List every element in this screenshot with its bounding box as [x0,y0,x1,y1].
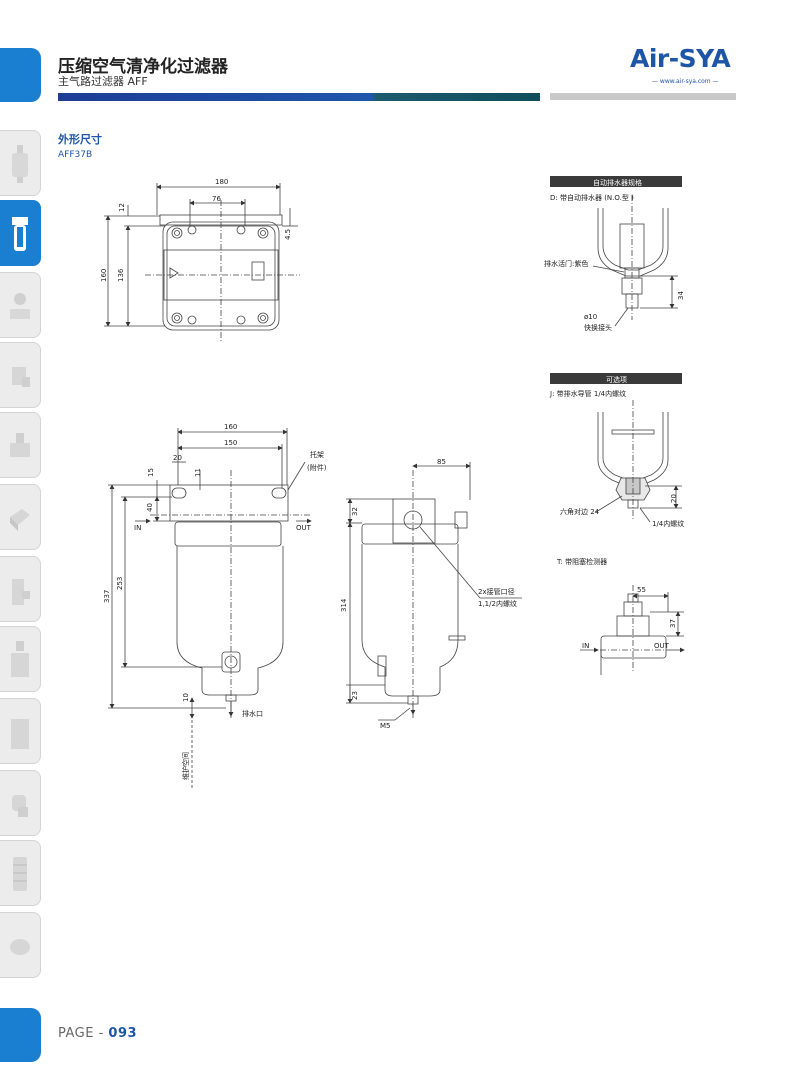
element-icon [13,857,27,891]
dim-37: 37 [669,619,677,628]
page-number: PAGE - 093 [58,1026,137,1041]
option-d-drawing [592,195,678,327]
dim-10: 10 [182,693,190,702]
side-view-drawing [346,462,522,721]
in-label-front: IN [134,524,141,532]
dim-40: 40 [146,503,154,512]
dim-4-5: 4.5 [284,229,292,240]
out-label-t: OUT [654,642,670,650]
elbow-icon [12,795,28,817]
header-bar-grey [550,93,736,100]
dim-76: 76 [212,195,221,203]
dim-32: 32 [351,507,359,516]
dim-front-160: 160 [224,423,237,431]
dim-314: 314 [340,598,348,612]
drain-port-label: 排水口 [242,709,263,718]
dim-15: 15 [147,468,155,477]
page-prefix: PAGE - [58,1026,109,1041]
top-view-drawing [104,183,300,342]
side-tab-2-active[interactable] [0,200,41,266]
in-label-t: IN [582,642,589,650]
side-bottom-tab [0,1008,41,1062]
page-number-value: 093 [108,1026,138,1041]
header-bar [58,93,540,101]
dim-85: 85 [437,458,446,466]
bracket-label: 托架 [310,450,324,459]
out-label-front: OUT [296,524,312,532]
block-icon [10,509,30,531]
dim-front-150: 150 [224,439,237,447]
port-size-label: 2x接管口径 [478,587,515,596]
side-tab-7[interactable] [0,556,41,622]
dim-23: 23 [351,691,359,700]
hex-label: 六角对边 24 [560,507,600,516]
dim-160: 160 [100,269,108,282]
dim-20: 20 [173,454,182,462]
option-j-label: J: 带排水导管 1/4内螺纹 [549,389,626,398]
dim-11: 11 [194,468,202,477]
side-tab-8[interactable] [0,626,41,692]
m5-label: M5 [380,722,391,730]
side-tab-12[interactable] [0,912,41,978]
side-tab-10[interactable] [0,770,41,836]
unit-icon [12,579,30,605]
maintenance-space-label: 维护空间 [181,752,190,780]
front-view-drawing [108,428,312,790]
dim-34: 34 [677,291,685,300]
dim-55: 55 [637,586,646,594]
dim-136: 136 [117,268,125,282]
section-title: 外形尺寸 [58,133,102,146]
bracket-note: (附件) [307,463,327,472]
page-title: 压缩空气清净化过滤器 [58,57,228,77]
optional-header-bar [550,373,682,384]
dim-337: 337 [103,590,111,603]
brand-url: — www.air-sya.com — [652,78,719,85]
drain-valve-label: 排水活门:紫色 [544,259,588,268]
auto-drain-header: 自动排水器规格 [593,178,642,187]
side-tab-5[interactable] [0,412,41,478]
dim-20-j: 20 [670,494,678,503]
optional-header: 可选项 [606,375,627,384]
phi10-label: ø10 [584,313,597,321]
dryer-icon [11,719,29,749]
side-tab-11[interactable] [0,840,41,906]
port-thread-label: 1,1/2内螺纹 [478,599,517,608]
option-j-drawing [595,400,682,523]
page-subtitle: 主气路过滤器 AFF [58,75,148,88]
regulator-icon [10,293,30,319]
side-tab-9[interactable] [0,698,41,764]
option-t-drawing [580,585,685,675]
drain-icon [10,939,30,955]
fitting-icon [12,367,30,387]
side-tab-3[interactable] [0,272,41,338]
quick-connector-label: 快换接头 [584,323,612,332]
thread-label: 1/4内螺纹 [652,519,684,528]
dim-180: 180 [215,178,228,186]
filter-icon [12,145,28,183]
side-tab-6[interactable] [0,484,41,550]
side-top-tab [0,48,41,102]
side-tab-1[interactable] [0,130,41,196]
auto-drain-header-bar [550,176,682,187]
valve-icon [10,433,30,457]
option-d-label: D: 带自动排水器 (N.O.型 ) [550,193,634,202]
dim-12: 12 [118,203,126,212]
filter-icon [12,217,28,251]
brand-logo: Air-SYA [630,44,731,73]
assembly-icon [11,641,29,677]
dim-253: 253 [116,577,124,590]
side-tab-4[interactable] [0,342,41,408]
model-number: AFF37B [58,150,93,160]
option-t-label: T: 带阻塞检测器 [556,557,607,566]
